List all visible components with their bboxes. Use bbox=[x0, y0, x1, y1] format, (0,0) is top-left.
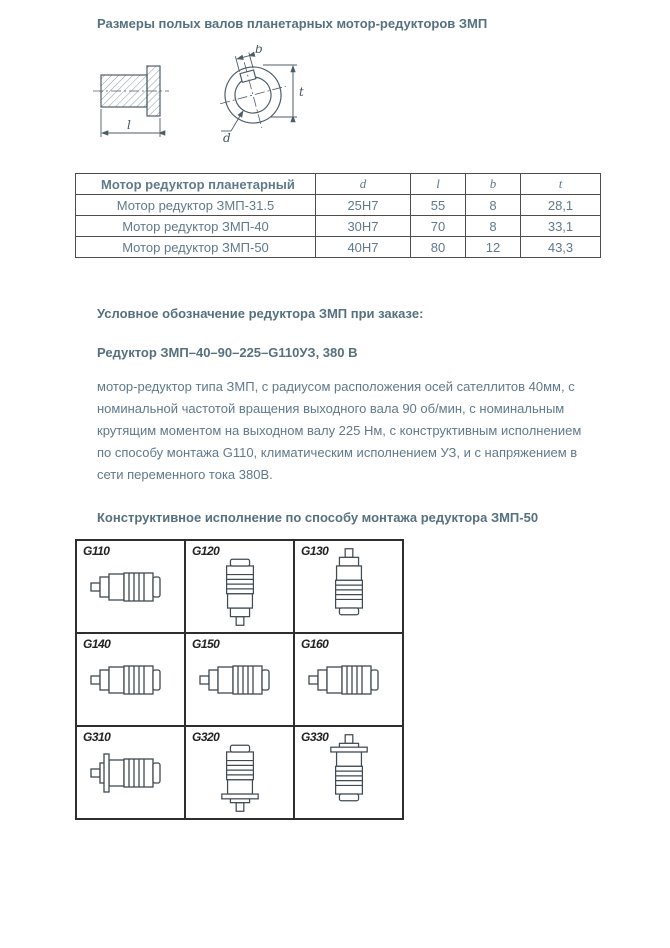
mounting-variant-label: G160 bbox=[301, 637, 329, 651]
cell-t: 33,1 bbox=[520, 215, 601, 237]
cell-l: 70 bbox=[410, 215, 466, 237]
motor-reducer-horizontal-icon bbox=[198, 664, 270, 695]
col-header-l: l bbox=[410, 173, 466, 195]
table-row: Мотор редуктор ЗМП-40 30H7 70 8 33,1 bbox=[75, 215, 601, 237]
mounting-variant-label: G310 bbox=[83, 730, 111, 744]
col-header-t: t bbox=[520, 173, 601, 195]
dimensions-table-header-row: Мотор редуктор планетарный d l b t bbox=[75, 173, 601, 195]
dimensions-table: Мотор редуктор планетарный d l b t Мотор… bbox=[75, 173, 601, 258]
ordering-heading: Условное обозначение редуктора ЗМП при з… bbox=[97, 306, 424, 321]
motor-reducer-shaft-down-icon bbox=[225, 558, 254, 626]
mounting-heading: Конструктивное исполнение по способу мон… bbox=[97, 510, 539, 525]
motor-reducer-flanged-horizontal-icon bbox=[85, 745, 177, 801]
ordering-designation: Редуктор ЗМП–40–90–225–G110УЗ, 380 В bbox=[97, 345, 358, 360]
mounting-variant-label: G110 bbox=[83, 544, 110, 558]
col-header-d: d bbox=[315, 173, 411, 195]
dim-label-t: t bbox=[299, 85, 304, 99]
mounting-cell-g150: G150 bbox=[185, 633, 294, 726]
mounting-variant-label: G140 bbox=[83, 637, 111, 651]
mounting-variant-label: G130 bbox=[301, 544, 329, 558]
dim-label-d: d bbox=[223, 131, 231, 145]
mounting-cell-g310: G310 bbox=[76, 726, 185, 819]
col-header-b: b bbox=[465, 173, 521, 195]
cell-d: 25H7 bbox=[315, 194, 411, 216]
mounting-cell-g330: G330 bbox=[294, 726, 403, 819]
mounting-cell-g140: G140 bbox=[76, 633, 185, 726]
table-row: Мотор редуктор ЗМП-50 40H7 80 12 43,3 bbox=[75, 236, 601, 258]
mounting-cell-g110: G110 bbox=[76, 540, 185, 633]
cell-d: 40H7 bbox=[315, 236, 411, 258]
cell-l: 80 bbox=[410, 236, 466, 258]
mounting-grid: G110 G120 G130 G140 G150 G160 G310 bbox=[75, 539, 404, 820]
mounting-cell-g320: G320 bbox=[185, 726, 294, 819]
motor-reducer-flanged-shaft-up-icon bbox=[321, 729, 377, 817]
mounting-variant-label: G330 bbox=[301, 730, 329, 744]
cell-t: 43,3 bbox=[520, 236, 601, 258]
mounting-cell-g120: G120 bbox=[185, 540, 294, 633]
motor-reducer-horizontal-icon bbox=[89, 664, 161, 695]
mounting-variant-label: G120 bbox=[192, 544, 220, 558]
dim-label-b: b bbox=[255, 45, 263, 56]
motor-reducer-horizontal-icon bbox=[307, 664, 379, 695]
page-title: Размеры полых валов планетарных мотор-ре… bbox=[97, 16, 488, 31]
motor-reducer-flanged-shaft-down-icon bbox=[212, 729, 268, 817]
cell-b: 8 bbox=[465, 215, 521, 237]
table-row: Мотор редуктор ЗМП-31.5 25H7 55 8 28,1 bbox=[75, 194, 601, 216]
cell-name: Мотор редуктор ЗМП-31.5 bbox=[75, 194, 316, 216]
hollow-shaft-drawing: l b t d bbox=[93, 45, 304, 145]
col-header-name: Мотор редуктор планетарный bbox=[75, 173, 316, 195]
mounting-cell-g160: G160 bbox=[294, 633, 403, 726]
cell-l: 55 bbox=[410, 194, 466, 216]
cell-b: 12 bbox=[465, 236, 521, 258]
mounting-variant-label: G150 bbox=[192, 637, 220, 651]
motor-reducer-horizontal-icon bbox=[89, 571, 161, 602]
motor-reducer-shaft-up-icon bbox=[334, 547, 363, 615]
cell-b: 8 bbox=[465, 194, 521, 216]
cell-name: Мотор редуктор ЗМП-40 bbox=[75, 215, 316, 237]
cell-d: 30H7 bbox=[315, 215, 411, 237]
mounting-variant-label: G320 bbox=[192, 730, 220, 744]
cell-name: Мотор редуктор ЗМП-50 bbox=[75, 236, 316, 258]
ordering-description: мотор-редуктор типа ЗМП, с радиусом расп… bbox=[97, 379, 582, 482]
cell-t: 28,1 bbox=[520, 194, 601, 216]
dim-label-l: l bbox=[127, 118, 131, 132]
mounting-cell-g130: G130 bbox=[294, 540, 403, 633]
